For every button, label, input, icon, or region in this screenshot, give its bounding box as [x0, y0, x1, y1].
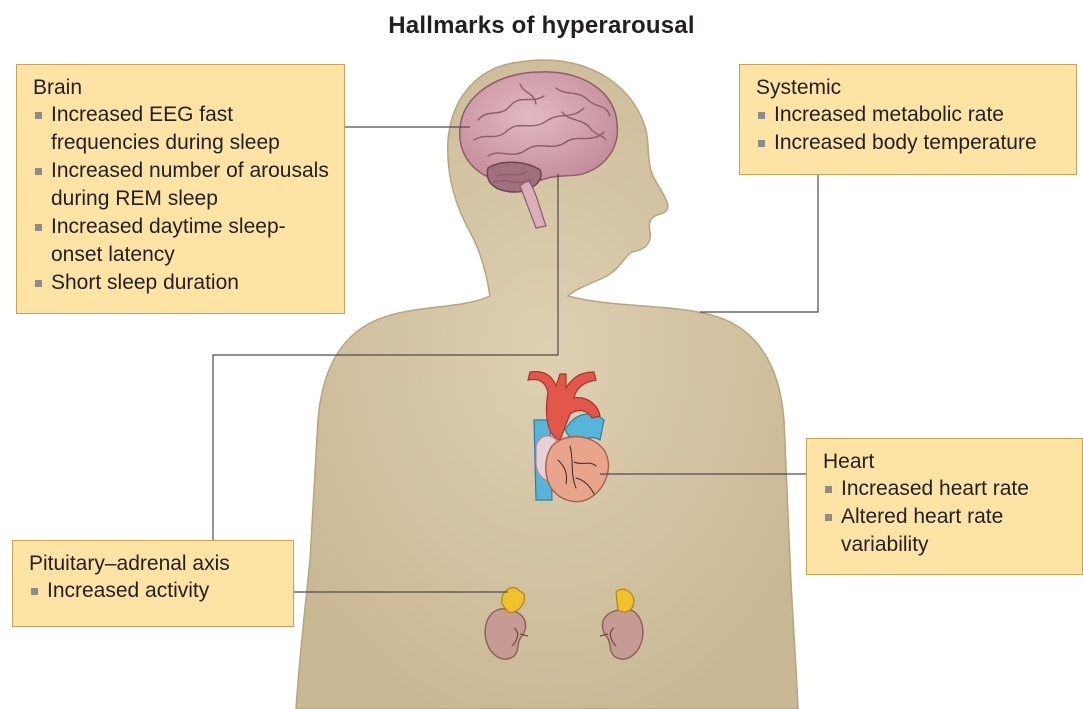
systemic-item: Increased body temperature: [756, 129, 1062, 157]
heart-heading: Heart: [823, 448, 1068, 475]
brain-item: Short sleep duration: [33, 269, 330, 297]
pituitary-heading: Pituitary–adrenal axis: [29, 550, 279, 577]
brain-item: Increased daytime sleep-onset latency: [33, 213, 330, 269]
systemic-heading: Systemic: [756, 74, 1062, 101]
heart-box: Heart Increased heart rate Altered heart…: [806, 438, 1083, 575]
pituitary-item: Increased activity: [29, 577, 279, 605]
brain-item: Increased number of arousals during REM …: [33, 157, 330, 213]
brain-item: Increased EEG fast frequencies during sl…: [33, 101, 330, 157]
heart-item: Increased heart rate: [823, 475, 1068, 503]
systemic-box: Systemic Increased metabolic rate Increa…: [739, 64, 1077, 175]
systemic-connector: [700, 175, 818, 312]
pituitary-adrenal-box: Pituitary–adrenal axis Increased activit…: [12, 540, 294, 627]
heart-item: Altered heart rate variability: [823, 503, 1068, 559]
diagram-title: Hallmarks of hyperarousal: [0, 12, 1083, 40]
brain-box: Brain Increased EEG fast frequencies dur…: [16, 64, 345, 314]
brain-heading: Brain: [33, 74, 330, 101]
systemic-item: Increased metabolic rate: [756, 101, 1062, 129]
